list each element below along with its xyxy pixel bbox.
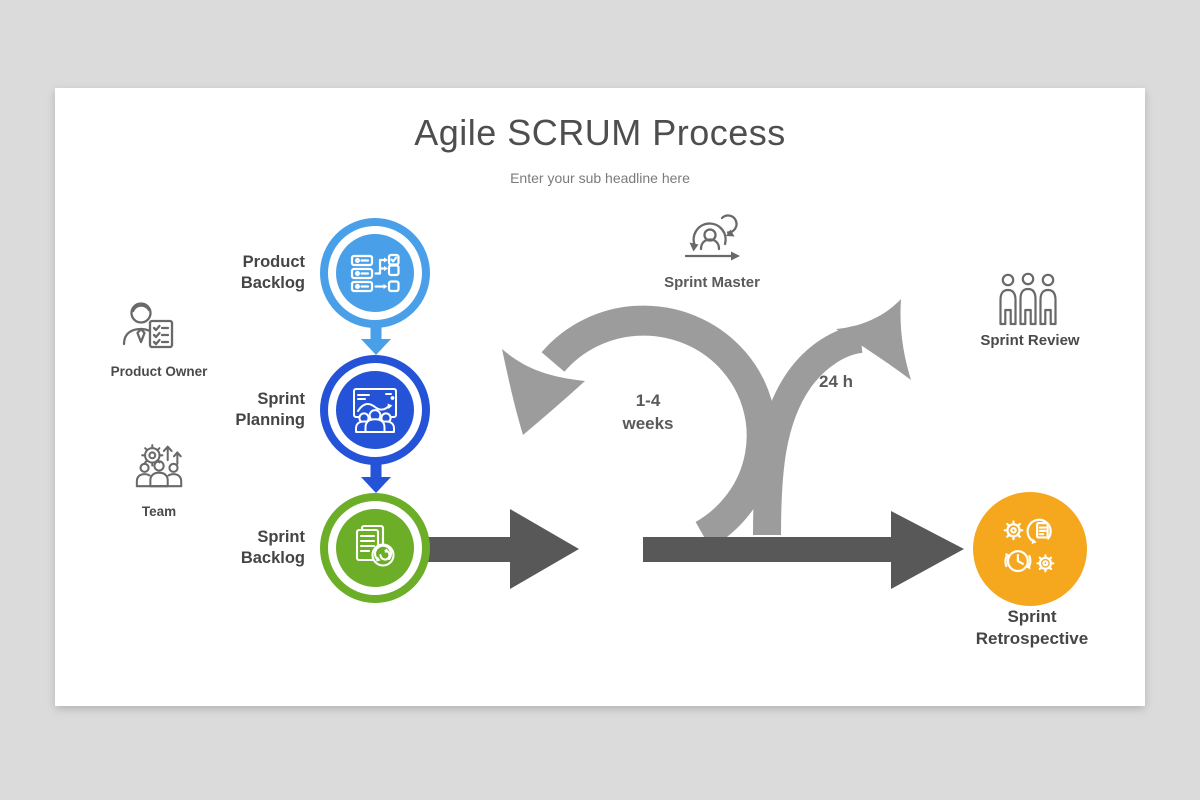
flow-arrowhead-1 (510, 509, 579, 589)
daily-branch-arc (753, 325, 864, 536)
flow-arrow-shaft-1 (423, 537, 517, 562)
team-icon (135, 444, 183, 488)
sprint-backlog-label: Sprint Backlog (240, 528, 305, 567)
down-arrow-2 (361, 464, 391, 493)
down-arrow-1 (361, 326, 391, 355)
product-backlog-label: Product Backlog (240, 253, 305, 292)
sprint-planning-circle (320, 355, 430, 465)
sprint-loop-arc (541, 305, 777, 549)
sprint-master-label: Sprint Master (664, 274, 760, 291)
product-owner-label: Product Owner (110, 364, 208, 379)
flow-arrowhead-2 (891, 511, 964, 589)
team-label: Team (141, 504, 177, 519)
loop-arrowhead-left (502, 349, 585, 435)
sprint-planning-label: Sprint Planning (235, 390, 305, 429)
product-backlog-icon (350, 253, 400, 293)
product-backlog-circle (320, 218, 430, 328)
sprint-backlog-icon (355, 524, 395, 567)
sprint-backlog-circle (320, 493, 430, 603)
sprint-retrospective-label: Sprint Retrospective (975, 607, 1089, 648)
sprint-retrospective-icon (1003, 518, 1055, 573)
daily-cycle-label: 24 h (818, 372, 854, 391)
sprint-master-icon (684, 214, 740, 261)
slide-card: Agile SCRUM Process Enter your sub headl… (55, 88, 1145, 706)
sprint-planning-icon (353, 388, 397, 433)
sprint-review-icon (999, 272, 1057, 326)
flow-arrow-shaft-2 (643, 537, 895, 562)
sprint-retrospective-circle (973, 492, 1087, 606)
branch-arrowhead-right (836, 299, 911, 380)
product-owner-icon (122, 302, 174, 349)
scrum-loop-arrows (423, 299, 964, 589)
page-title: Agile SCRUM Process (414, 112, 786, 153)
sprint-review-label: Sprint Review (980, 332, 1080, 349)
sprint-duration-label: 1-4 weeks (622, 391, 674, 433)
page-subtitle: Enter your sub headline here (510, 170, 690, 186)
